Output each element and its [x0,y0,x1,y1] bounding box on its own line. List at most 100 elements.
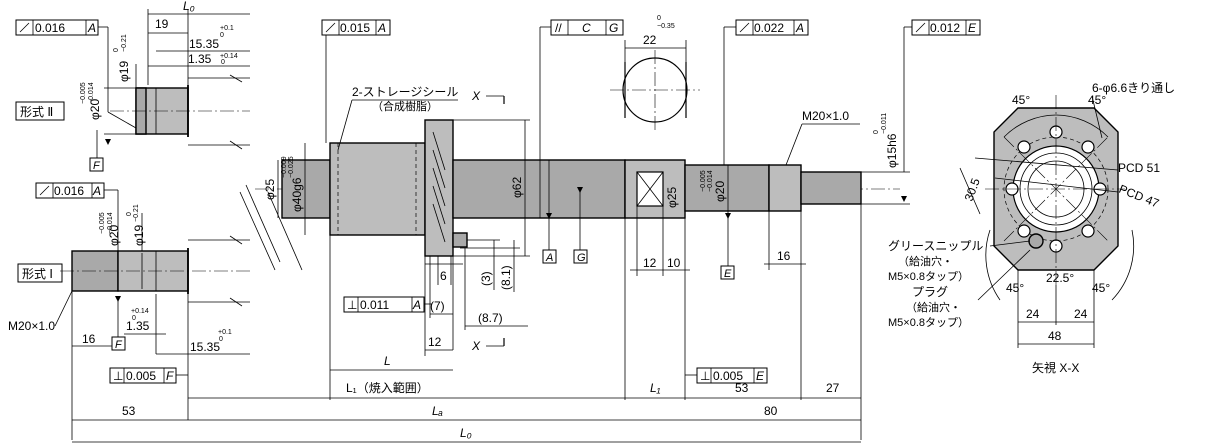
svg-text:0.012: 0.012 [930,21,960,35]
dim-27: 27 [826,381,840,395]
perp-frame-nut [343,296,425,313]
bolt-hole [1017,224,1031,238]
type2-label-box [15,101,65,121]
runout-frame-support [735,19,809,36]
svg-text:0: 0 [132,315,136,322]
dim-1-35-top: 1.35 [188,52,212,66]
svg-text:−0.014: −0.014 [107,212,114,234]
svg-text:φ20: φ20 [713,181,727,202]
dim-19-top: 19 [155,17,169,31]
svg-text:0: 0 [126,212,133,216]
pcd-47: PCD 47 [1117,182,1162,211]
svg-text:φ25: φ25 [263,179,277,200]
svg-text:G: G [609,21,618,35]
svg-text:φ25: φ25 [665,187,679,208]
view-label-xx: 矢視 X-X [1032,360,1079,375]
svg-text:φ62: φ62 [510,177,524,198]
type1-label-box [17,263,63,283]
svg-text:0.005: 0.005 [126,369,156,383]
bolt-hole [1081,140,1095,154]
dim-15-35-top: 15.35 [189,37,219,51]
angle-45-tl: 45° [1012,93,1030,107]
hole-label: 6-φ6.6きり通し [1092,81,1175,95]
runout-frame-left-top: 0.016 A [15,19,109,112]
dim-L0-top: L₀ [183,0,195,13]
svg-text:−0.014: −0.014 [88,82,95,104]
svg-text:⊥: ⊥ [700,369,710,383]
svg-text:−0.014: −0.014 [707,170,714,192]
dim-12: 12 [643,256,657,270]
svg-text:φ20: φ20 [107,225,121,246]
dim-1-35-bot: 1.35 [126,319,150,333]
bottom-dimensions: L₁（焼入範囲） L₁ 53 27 53 Lₐ 80 L₀ [72,204,862,443]
svg-text:+0.14: +0.14 [131,308,149,315]
svg-text:φ19: φ19 [132,225,146,246]
svg-text:0: 0 [873,130,880,134]
datum-E: E [724,268,732,280]
screw-shaft [452,159,626,219]
svg-text:+0.1: +0.1 [220,25,234,32]
break-line [239,191,276,271]
grease-nipple [452,232,468,248]
dim-L1: L₁ [650,381,661,395]
center-annotations: // C G G 22 0 −0.35 φ25 12 10 [539,15,700,400]
parallel-frame [550,19,624,36]
dim-L1-hardened: L₁（焼入範囲） [346,380,429,395]
svg-text:+0.14: +0.14 [220,53,238,60]
dim-12-nut: 12 [428,335,442,349]
type1-shaft [60,235,250,307]
datum-F-top: F [93,160,101,172]
svg-text:−0.005: −0.005 [99,212,106,234]
svg-text:−0.011: −0.011 [881,113,888,134]
left-end-details: 0.016 A 形式 Ⅱ L₀ 19 +0.1 0 15.35 [8,0,250,440]
svg-text:−0.005: −0.005 [80,82,87,104]
svg-text:A: A [92,184,101,198]
type2-shaft [110,74,250,150]
svg-text:M5×0.8タップ）: M5×0.8タップ） [888,270,969,283]
dim-22: 22 [643,33,657,47]
perp-frame-support [696,367,768,384]
svg-text:φ40g6: φ40g6 [290,177,304,212]
svg-text:A: A [377,21,386,35]
shaft-phi15-end [800,171,862,205]
runout-frame-left-mid: 0.016 A [35,182,119,252]
dim-m20-right: M20×1.0 [802,109,849,123]
dim-15-35-bot: 15.35 [190,340,220,354]
angle-45-tr: 45° [1088,93,1106,107]
svg-text:0.011: 0.011 [360,298,389,312]
nut-body [329,142,426,236]
dim-L: L [384,354,391,368]
svg-text:0.016: 0.016 [54,184,84,198]
dim-6: 6 [440,269,447,283]
svg-text:0: 0 [219,336,223,343]
svg-text:−0.21: −0.21 [133,204,140,222]
section-arrow-top: X [471,89,481,103]
svg-text:⊥: ⊥ [113,369,123,383]
svg-text:0: 0 [220,32,224,39]
svg-text:E: E [756,369,765,383]
svg-text:A: A [87,21,96,35]
dim-m20-left: M20×1.0 [8,319,55,333]
bolt-hole [1017,140,1031,154]
svg-text:E: E [968,21,977,35]
dim-3: (3) [479,271,493,286]
perp-frame-left-bottom: ⊥ 0.005 F [109,367,188,384]
svg-text:−0.35: −0.35 [657,23,675,30]
flange-end-view: 45° 45° 45° 45° 22.5° 6-φ6.6きり通し PCD 51 … [888,81,1175,375]
section-arrow-bottom: X [471,339,481,353]
plug-label: プラグ [912,285,948,299]
angle-22-5: 22.5° [1046,271,1074,285]
svg-text:φ19: φ19 [117,61,131,82]
angle-45-bl: 45° [1006,281,1024,295]
dim-8-7: (8.7) [478,311,503,325]
type1-label: 形式 Ⅰ [22,267,53,281]
svg-text://: // [555,21,562,35]
dim-53-right: 53 [735,381,749,395]
dim-7: (7) [430,299,445,313]
svg-text:（給油穴・: （給油穴・ [906,300,961,314]
svg-text:A: A [412,298,421,312]
nut-bottom-annotations: 6 (3) (8.1) ⊥ 0.011 A (7) (8.7) 12 X L [329,235,528,376]
svg-text:−0.21: −0.21 [121,34,128,52]
svg-text:−0.025: −0.025 [288,156,295,178]
